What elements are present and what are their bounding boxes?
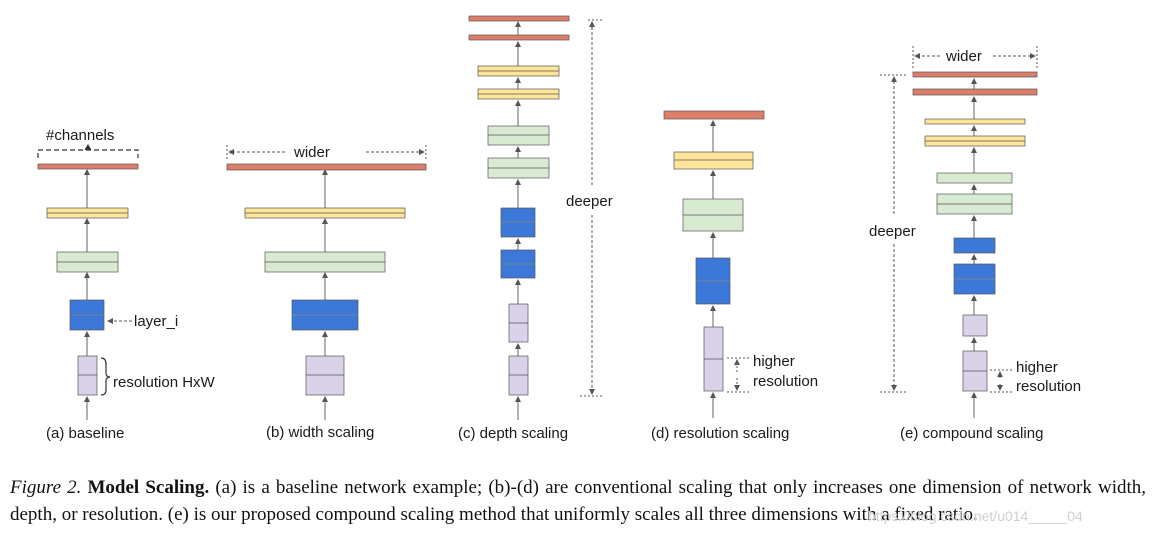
caption-title: Model Scaling.: [87, 477, 210, 498]
red-layer: [468, 34, 570, 41]
wider-indicator: [226, 145, 427, 160]
purple-layer: [508, 355, 529, 396]
panel-c-depth-scaling: deeper (c) depth scaling: [458, 15, 613, 442]
panel-e-caption: (e) compound scaling: [900, 425, 1043, 442]
panel-a-baseline: #channels layer_i resolution HxW (a) bas…: [37, 127, 216, 442]
resolution-brace: [100, 357, 111, 396]
purple-layer: [77, 355, 98, 396]
figure-caption: Figure 2. Model Scaling. (a) is a baseli…: [10, 474, 1146, 528]
red-layer: [912, 88, 1038, 96]
resolution-label: resolution HxW: [113, 374, 216, 391]
wider-label: wider: [945, 48, 982, 65]
blue-layer: [500, 207, 536, 238]
wider-indicator: [912, 46, 1038, 68]
panel-b-width-scaling: wider (b) width scaling: [226, 144, 427, 441]
yellow-layer: [673, 151, 754, 170]
panel-b-caption: (b) width scaling: [266, 424, 374, 441]
purple-layer: [305, 355, 345, 396]
deeper-indicator: [580, 19, 604, 397]
deeper-label: deeper: [869, 223, 916, 240]
channels-arrow: [84, 144, 92, 151]
wider-label: wider: [293, 144, 330, 161]
yellow-layer: [924, 118, 1026, 125]
resolution-label: resolution: [753, 373, 818, 390]
panel-d-caption: (d) resolution scaling: [651, 425, 789, 442]
higher-resolution-indicator: [990, 369, 1012, 393]
purple-layer: [962, 314, 988, 337]
blue-layer: [953, 237, 996, 254]
red-layer: [912, 71, 1038, 78]
panel-d-resolution-scaling: higher resolution (d) resolution scaling: [651, 110, 818, 442]
panel-c-caption: (c) depth scaling: [458, 425, 568, 442]
red-layer: [37, 163, 139, 170]
higher-label: higher: [753, 353, 795, 370]
layer-label: layer_i: [134, 313, 178, 330]
watermark: https://blog.csdn.net/u014_____04: [868, 508, 1083, 524]
green-layer: [487, 125, 550, 146]
model-scaling-diagram: #channels layer_i resolution HxW (a) bas…: [37, 15, 1081, 442]
resolution-label: resolution: [1016, 378, 1081, 395]
panel-e-compound-scaling: wider deeper higher resolution (e) compo…: [869, 46, 1081, 442]
higher-label: higher: [1016, 359, 1058, 376]
deeper-indicator: [880, 74, 908, 393]
caption-figure-label: Figure 2.: [10, 477, 82, 498]
red-layer: [226, 163, 427, 171]
higher-resolution-indicator: [727, 357, 750, 393]
green-layer: [936, 172, 1013, 184]
red-layer: [663, 110, 765, 120]
caption-body: (a) is a baseline network example; (b)-(…: [10, 477, 1147, 525]
deeper-label: deeper: [566, 193, 613, 210]
channels-label: #channels: [46, 127, 114, 144]
channels-bracket: [37, 149, 139, 158]
red-layer: [468, 15, 570, 22]
panel-a-caption: (a) baseline: [46, 425, 124, 442]
